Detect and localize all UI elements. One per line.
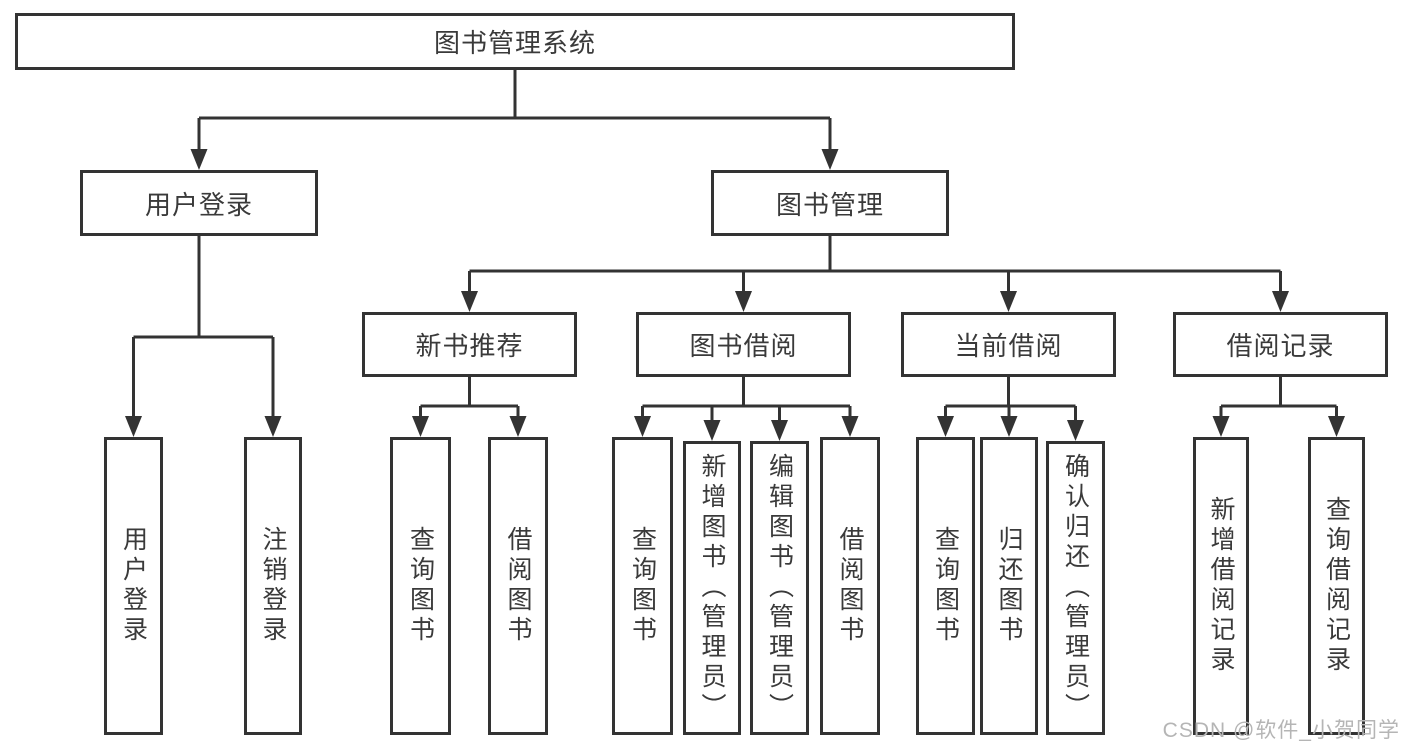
node-library-management-system: 图书管理系统: [15, 13, 1015, 70]
node-book-borrowing: 图书借阅: [636, 312, 851, 377]
node-borrowing-records: 借阅记录: [1173, 312, 1388, 377]
leaf-query-books-borrowing: 查询图书: [612, 437, 673, 735]
node-new-book-recommendation: 新书推荐: [362, 312, 577, 377]
leaf-logout: 注销登录: [244, 437, 302, 735]
leaf-edit-books-admin: 编辑图书（管理员）: [750, 441, 809, 735]
watermark: CSDN @软件_小贺同学: [1162, 719, 1400, 742]
node-current-borrowing: 当前借阅: [901, 312, 1116, 377]
node-book-management: 图书管理: [711, 170, 949, 236]
leaf-borrow-books-recommendation: 借阅图书: [488, 437, 548, 735]
leaf-query-borrowing-record: 查询借阅记录: [1308, 437, 1365, 735]
leaf-borrow-books-borrowing: 借阅图书: [820, 437, 880, 735]
leaf-return-books: 归还图书: [980, 437, 1038, 735]
leaf-add-borrowing-record: 新增借阅记录: [1193, 437, 1249, 735]
leaf-query-books-recommendation: 查询图书: [390, 437, 451, 735]
leaf-add-books-admin: 新增图书（管理员）: [683, 441, 741, 735]
leaf-query-books-current: 查询图书: [916, 437, 975, 735]
leaf-confirm-return-admin: 确认归还（管理员）: [1046, 441, 1105, 735]
node-user-login: 用户登录: [80, 170, 318, 236]
leaf-user-login: 用户登录: [104, 437, 163, 735]
